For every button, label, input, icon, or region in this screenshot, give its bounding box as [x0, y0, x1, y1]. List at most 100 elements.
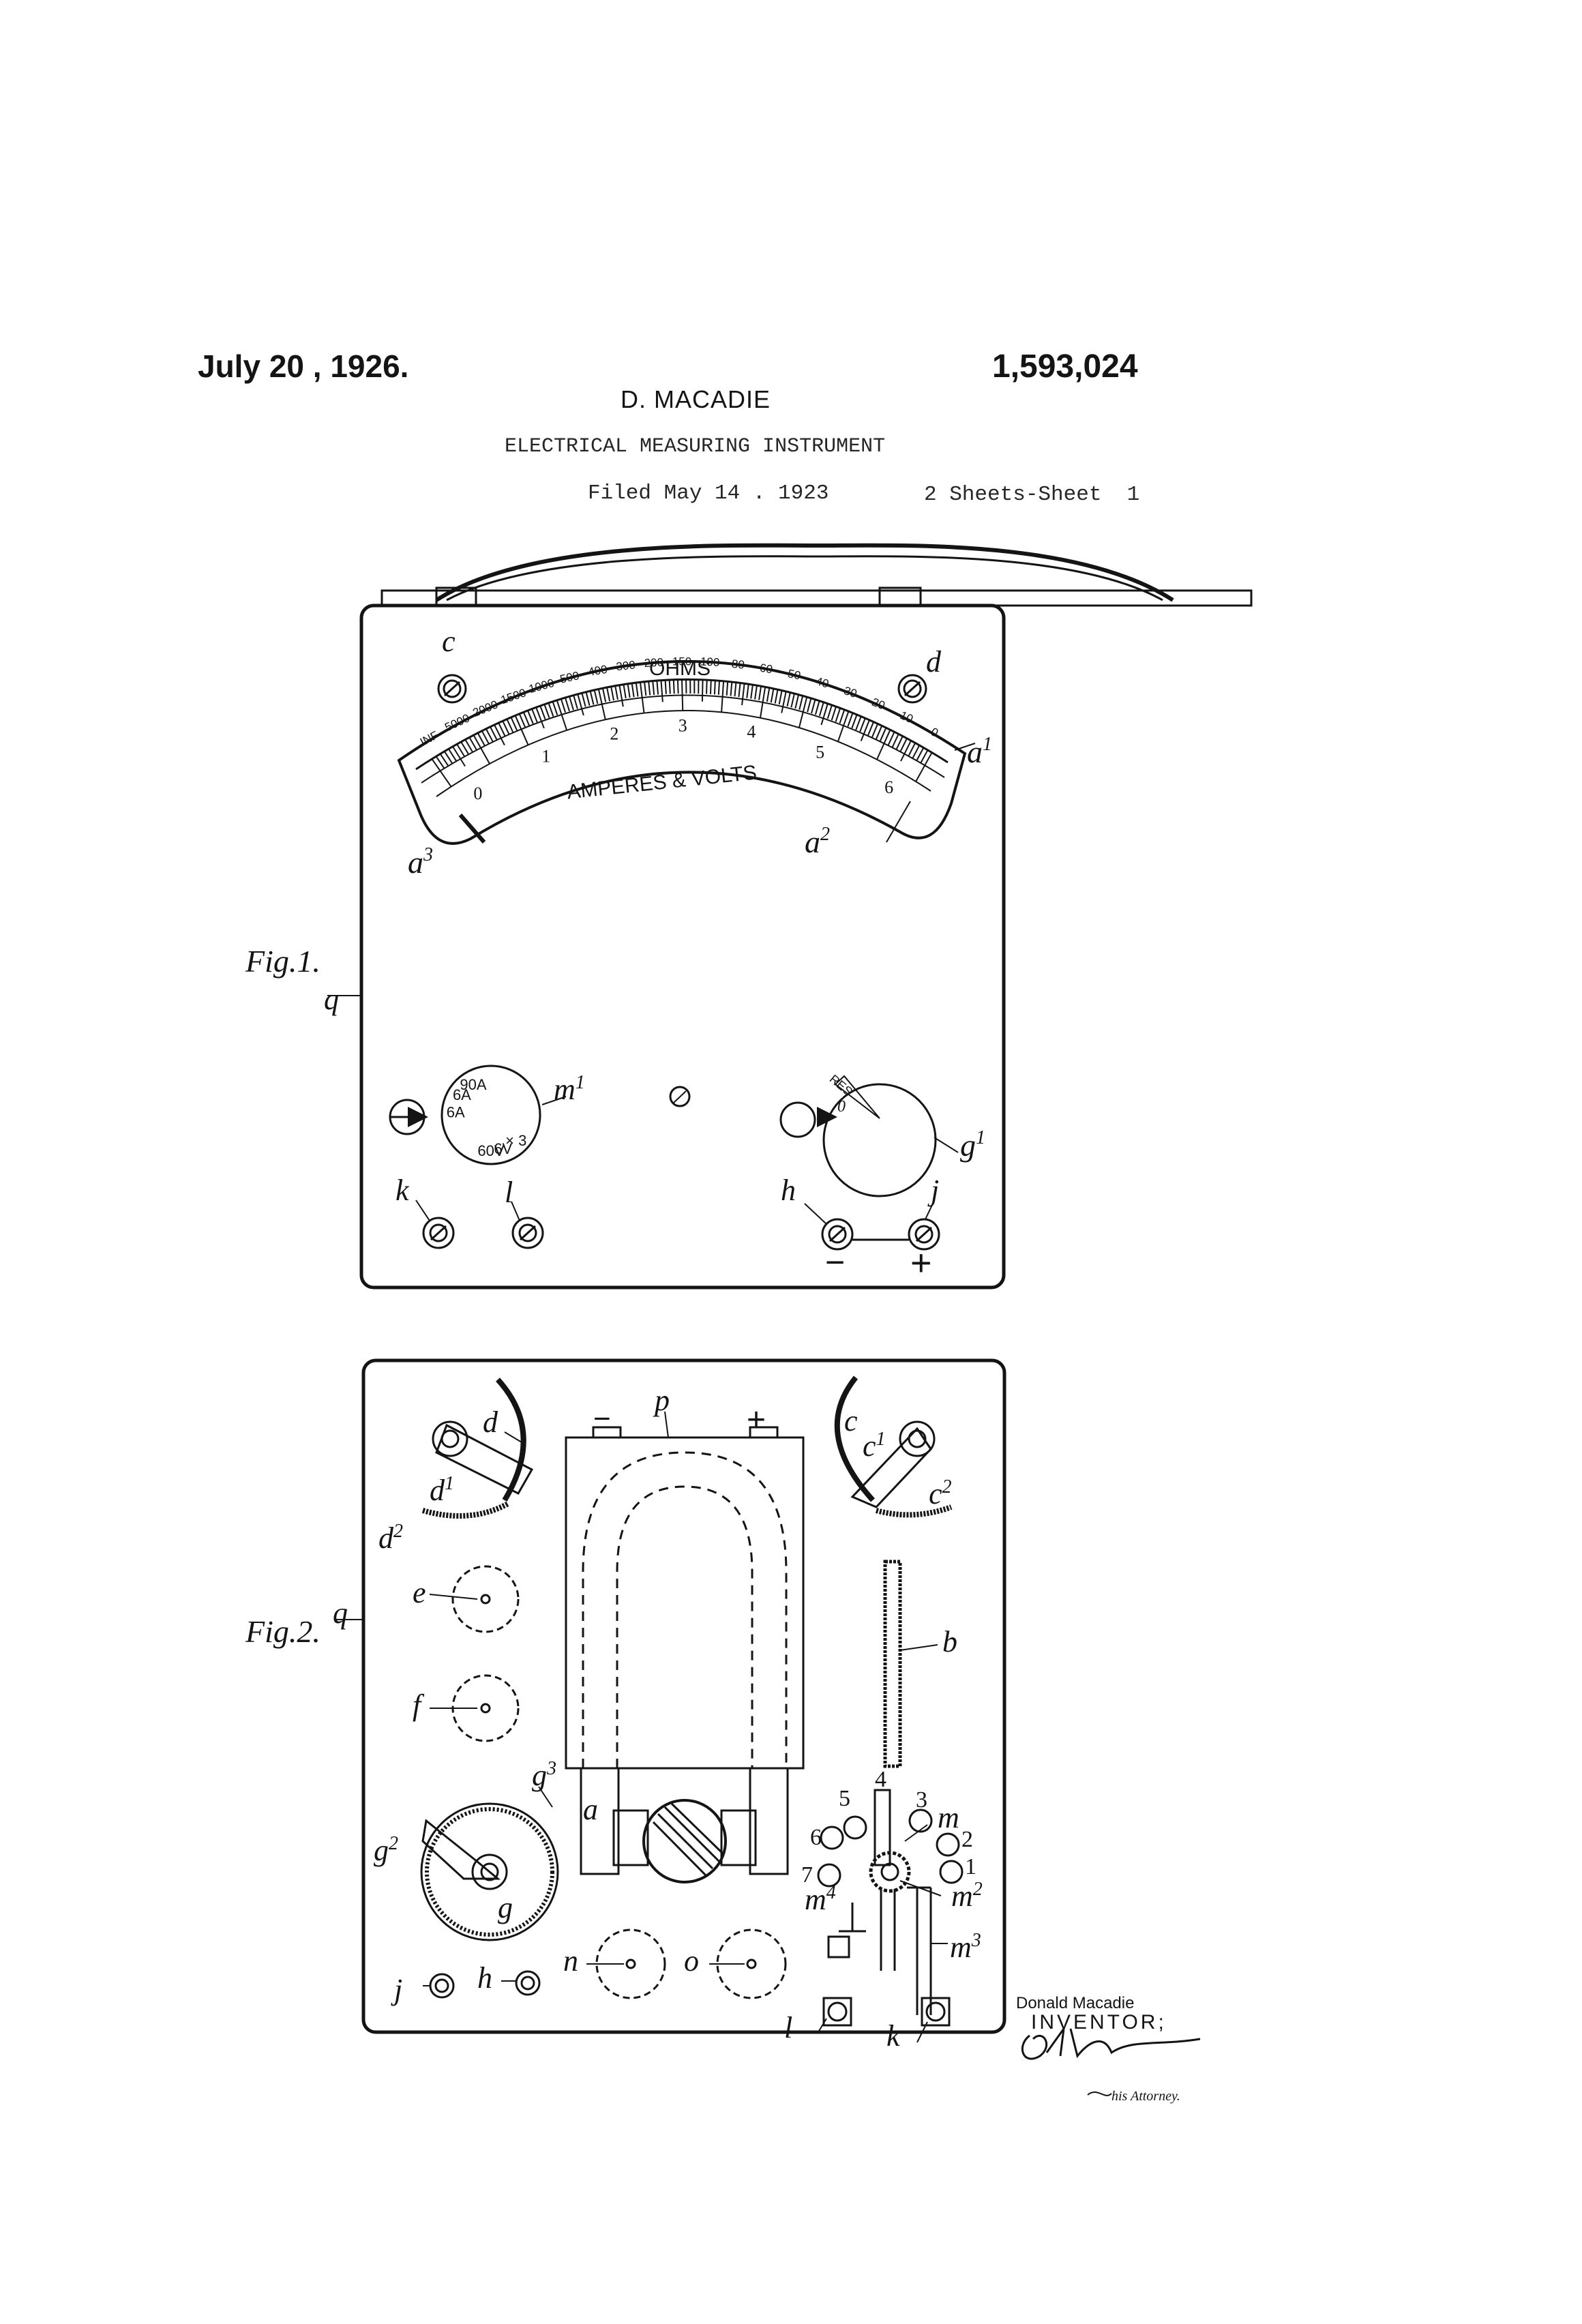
label-p: p — [653, 1384, 670, 1417]
scale-tick — [778, 690, 783, 705]
label-m4: m4 — [805, 1882, 836, 1916]
contact-1: 1 — [965, 1854, 976, 1879]
terminal-d-arm — [421, 1377, 534, 1519]
scale-tick — [895, 736, 904, 750]
scale-tick — [644, 681, 647, 696]
label-b: b — [942, 1625, 957, 1658]
scale-tick — [456, 743, 466, 758]
scale-tick — [786, 692, 791, 706]
scale-tick — [518, 713, 526, 728]
scale-tick — [656, 681, 659, 695]
scale-tick — [899, 738, 908, 752]
scale-tick — [560, 698, 567, 713]
label-d2: d2 — [378, 1521, 403, 1555]
scale-tick — [706, 680, 708, 694]
contact-6: 6 — [810, 1825, 822, 1850]
label-d1: d1 — [430, 1473, 454, 1507]
fig1-label: Fig.1. — [245, 944, 320, 979]
ohm-scale-label: 500 — [558, 669, 580, 686]
scale-tick — [915, 752, 933, 782]
label-c: c — [442, 625, 456, 658]
scale-tick — [871, 724, 879, 738]
scale-tick — [818, 702, 824, 717]
scale-tick — [477, 732, 486, 747]
fig1-instrument-front — [327, 543, 1253, 1290]
scale-tick — [577, 694, 584, 716]
scale-tick — [847, 713, 854, 727]
label-m3: m3 — [950, 1930, 981, 1964]
scale-tick — [618, 685, 624, 707]
amp-scale-label: 3 — [678, 716, 687, 736]
scale-tick — [539, 705, 546, 720]
scale-tick — [606, 687, 611, 702]
scale-amperes-title: AMPERES & VOLTS — [566, 761, 758, 803]
label-a-fig2: a — [583, 1793, 598, 1826]
terminal-d — [897, 674, 927, 704]
ohm-scale-label: 1500 — [499, 686, 528, 706]
scale-tick — [835, 708, 841, 722]
contact-4: 4 — [875, 1767, 886, 1792]
dial-plate — [397, 659, 967, 845]
minus-sign: − — [825, 1243, 845, 1281]
amp-scale-label: 1 — [541, 747, 550, 766]
label-h: h — [781, 1174, 796, 1207]
scale-tick — [652, 681, 655, 696]
attorney-signature — [1021, 2028, 1201, 2060]
inventor-printed-name: Donald Macadie — [1016, 1994, 1134, 2012]
scale-tick — [798, 696, 808, 728]
scale-tick — [585, 691, 591, 706]
scale-ohms-title: OHMS — [649, 657, 711, 680]
scale-tick — [726, 681, 729, 696]
label-k-fig2: k — [886, 2019, 901, 2053]
amp-scale-label: 4 — [747, 722, 756, 742]
label-m2: m2 — [951, 1879, 983, 1913]
scale-tick — [799, 696, 804, 710]
scale-tick — [439, 753, 449, 767]
label-c1: c1 — [863, 1429, 886, 1463]
rheostat-res-label: RES — [827, 1072, 855, 1099]
scale-tick — [552, 701, 558, 715]
scale-tick — [855, 716, 862, 730]
rheostat-knob-g1 — [779, 1075, 959, 1197]
scale-tick — [900, 740, 912, 762]
scale-tick — [660, 680, 663, 702]
patent-number: 1,593,024 — [992, 348, 1138, 385]
scale-tick — [506, 719, 514, 733]
scale-tick — [639, 682, 645, 713]
scale-tick — [481, 730, 490, 745]
label-j-fig2: j — [391, 1973, 402, 2006]
selector-position-label: 90A — [460, 1076, 486, 1093]
cell-n — [586, 1928, 666, 1999]
selector-position-label: × 3 — [505, 1132, 526, 1149]
inventor-label: INVENTOR; — [1031, 2011, 1167, 2034]
scale-tick — [490, 726, 498, 741]
cell-f — [430, 1674, 520, 1742]
label-g1: g1 — [960, 1127, 985, 1163]
label-d-fig2: d — [483, 1405, 498, 1439]
label-g2: g2 — [374, 1833, 398, 1867]
scale-tick — [464, 739, 474, 753]
scale-tick — [831, 706, 837, 721]
scale-tick — [741, 683, 745, 706]
scale-tick — [774, 689, 779, 704]
sheet-count: 2 Sheets-Sheet 1 — [924, 483, 1140, 507]
scale-tick — [535, 706, 545, 729]
scale-tick — [758, 686, 762, 700]
selector-position-label: 6A — [453, 1086, 471, 1103]
terminal-j — [908, 1203, 940, 1251]
scale-tick — [510, 717, 518, 731]
scale-tick — [916, 747, 925, 762]
scale-tick — [790, 693, 795, 708]
label-d: d — [926, 645, 942, 679]
scale-tick — [635, 682, 639, 697]
ohm-scale-label: 300 — [616, 658, 636, 673]
terminal-h2 — [501, 1970, 541, 1996]
scale-tick — [485, 728, 494, 743]
scale-tick — [837, 711, 850, 742]
scale-tick — [631, 683, 635, 698]
scale-tick — [681, 679, 684, 711]
scale-tick — [431, 758, 452, 788]
pointer-needle — [458, 814, 486, 844]
selector-position-label: 6V — [494, 1140, 512, 1157]
terminal-c — [437, 674, 467, 704]
